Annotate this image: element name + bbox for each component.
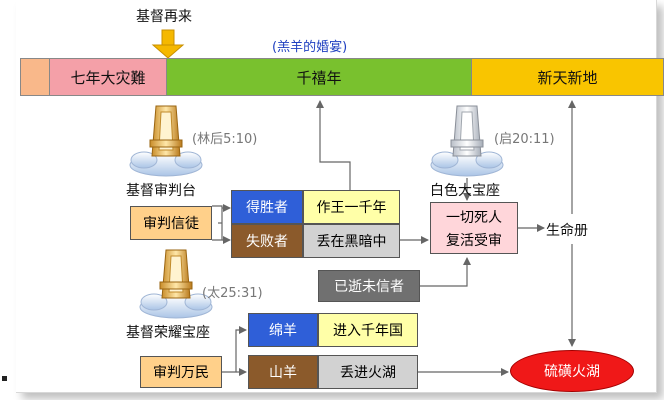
wedding-feast-label: (羔羊的婚宴)	[272, 40, 348, 55]
sheep-box: 绵羊	[248, 313, 318, 347]
outer-darkness-box: 丢在黑暗中	[303, 224, 400, 258]
judgment-seat-reference: (林后5:10)	[192, 132, 258, 147]
great-white-throne-caption: 白色大宝座	[430, 183, 500, 199]
dead-unbelievers-box: 已逝未信者	[318, 270, 420, 302]
glorious-throne-caption: 基督荣耀宝座	[126, 325, 210, 341]
book-of-life-label: 生命册	[546, 223, 588, 239]
judge-believers-box: 审判信徒	[130, 206, 212, 240]
great-white-throne-icon	[430, 105, 504, 177]
timeline-segment-start	[20, 58, 50, 96]
resurrection-label: 复活受审	[446, 232, 502, 249]
glorious-throne-icon	[139, 249, 213, 319]
defeated-box: 失败者	[231, 224, 303, 258]
goats-box: 山羊	[248, 355, 318, 389]
resurrection-box: 一切死人 复活受审	[430, 202, 518, 254]
great-white-throne-reference: (启20:11)	[494, 132, 555, 147]
second-coming-label: 基督再来	[136, 9, 192, 25]
corner-marker	[2, 376, 7, 381]
glorious-throne-reference: (太25:31)	[202, 286, 263, 301]
judgment-seat-caption: 基督审判台	[126, 183, 196, 199]
all-dead-label: 一切死人	[446, 209, 502, 226]
timeline-segment-millennium: 千禧年	[167, 58, 472, 96]
enter-kingdom-box: 进入千年国	[318, 313, 418, 347]
second-coming-arrow	[151, 29, 185, 59]
connector-lines	[212, 100, 576, 376]
into-fire-box: 丢进火湖	[318, 355, 418, 389]
overcomers-box: 得胜者	[231, 190, 303, 224]
timeline-segment-new-heaven: 新天新地	[472, 58, 664, 96]
timeline-segment-tribulation: 七年大灾難	[50, 58, 167, 96]
judge-nations-box: 审判万民	[140, 356, 222, 388]
judgment-seat-throne-icon	[129, 105, 203, 177]
reign-thousand-years-box: 作王一千年	[303, 190, 400, 224]
lake-of-fire-ellipse: 硫磺火湖	[510, 350, 634, 392]
